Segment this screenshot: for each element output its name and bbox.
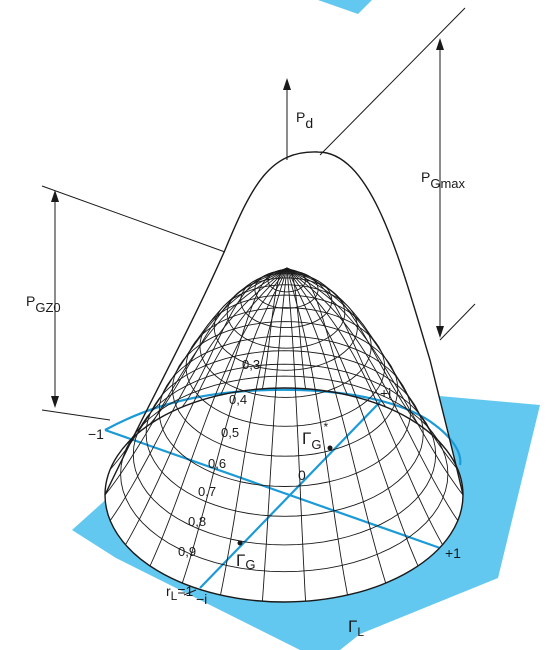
radius-tick-label: 0,5: [221, 425, 239, 440]
mesh-line: [104, 267, 288, 496]
pgz0-arrow-top: [51, 190, 59, 202]
plane-top-fragment: [318, 0, 372, 14]
mesh-line: [286, 267, 419, 567]
real-axis: [104, 428, 441, 550]
pgmax-extension-top: [319, 7, 466, 156]
pgz0-extension-bottom: [41, 409, 111, 421]
surface-mesh: [104, 267, 464, 602]
minus-i-label: −i: [196, 591, 207, 607]
mesh-line: [286, 267, 307, 389]
pgz0-arrow-bottom: [51, 396, 59, 408]
imag-axis: [199, 401, 381, 589]
gamma-g-point: [237, 540, 243, 546]
base-circle: [104, 387, 464, 603]
mesh-line: [149, 267, 288, 425]
rl-label: rL=1: [166, 583, 194, 603]
gamma-g-star-label: ΓG*: [302, 420, 329, 452]
pgmax-label: PGmax: [421, 169, 466, 191]
pgmax-arrow-bottom: [436, 326, 444, 338]
pd-arrowhead: [283, 78, 291, 90]
dimension-lines: [41, 7, 476, 596]
gamma-l-label: ΓL: [348, 617, 364, 639]
pgmax-extension-bottom: [439, 303, 476, 341]
labels: Pd PGmax PGZ0 −1 +1 +i −i 0 ΓG ΓG* ΓL rL…: [26, 109, 466, 639]
radius-tick-label: 0,6: [208, 456, 226, 471]
rl-leader: [183, 589, 197, 596]
mesh-line: [109, 267, 288, 521]
mesh-line: [220, 267, 288, 396]
gamma-g-star-point: [327, 445, 333, 451]
mesh-line: [149, 267, 288, 567]
mesh-line: [286, 267, 419, 425]
radius-tick-label: 0,7: [198, 484, 216, 499]
mesh-line: [181, 267, 288, 584]
mesh-line: [286, 267, 387, 584]
gamma-g-label: ΓG: [236, 551, 256, 572]
mesh-line: [261, 267, 288, 602]
radius-tick-label: 0,8: [188, 514, 206, 529]
mesh-line: [286, 267, 307, 602]
surface-outline: [104, 151, 464, 496]
mesh-line: [181, 267, 288, 408]
mesh-line: [286, 267, 459, 521]
plus-one-label: +1: [445, 545, 461, 561]
surface-body: [105, 151, 463, 496]
pgmax-arrow-top: [436, 38, 444, 50]
mesh-line: [261, 267, 288, 389]
radius-tick-label: 0,9: [178, 544, 196, 559]
mesh-line: [125, 267, 288, 446]
mesh-line: [286, 267, 348, 596]
mesh-line: [286, 267, 443, 545]
mesh-line: [286, 267, 464, 496]
pgz0-label: PGZ0: [26, 293, 61, 315]
radius-tick-label: 0,4: [229, 392, 247, 407]
radius-tick-label: 0,3: [242, 357, 260, 372]
pgz0-extension-top: [41, 185, 226, 253]
plus-i-label: +i: [380, 385, 391, 401]
minus-one-label: −1: [88, 426, 104, 442]
origin-label: 0: [298, 467, 306, 483]
pd-label: Pd: [296, 109, 313, 131]
